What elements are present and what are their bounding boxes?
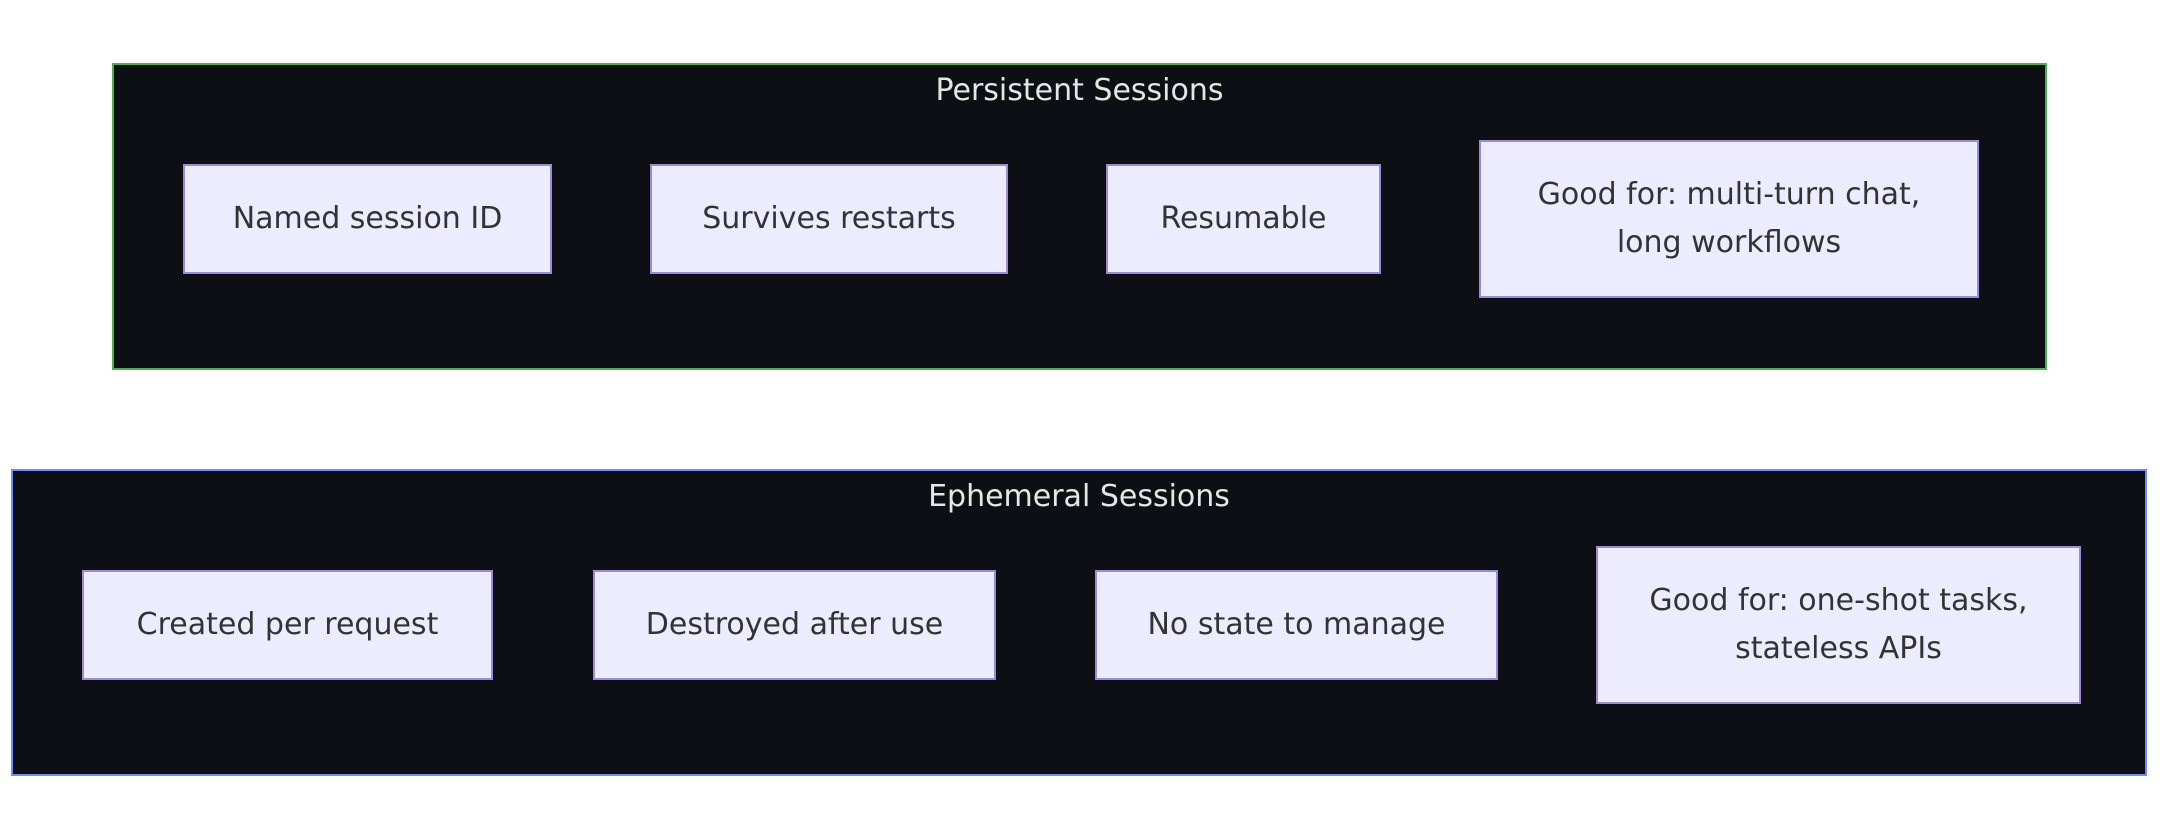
node-no-state-to-manage: No state to manage [1095,570,1498,680]
node-resumable: Resumable [1106,164,1381,274]
node-ephemeral-good-for: Good for: one-shot tasks, stateless APIs [1596,546,2081,704]
ephemeral-sessions-group: Ephemeral Sessions Created per request D… [11,469,2147,776]
ephemeral-sessions-title: Ephemeral Sessions [928,479,1230,514]
persistent-sessions-title: Persistent Sessions [935,73,1224,108]
node-named-session-id: Named session ID [183,164,552,274]
node-destroyed-after-use: Destroyed after use [593,570,996,680]
node-survives-restarts: Survives restarts [650,164,1008,274]
node-persistent-good-for: Good for: multi-turn chat, long workflow… [1479,140,1979,298]
persistent-sessions-group: Persistent Sessions Named session ID Sur… [112,63,2047,370]
node-created-per-request: Created per request [82,570,493,680]
